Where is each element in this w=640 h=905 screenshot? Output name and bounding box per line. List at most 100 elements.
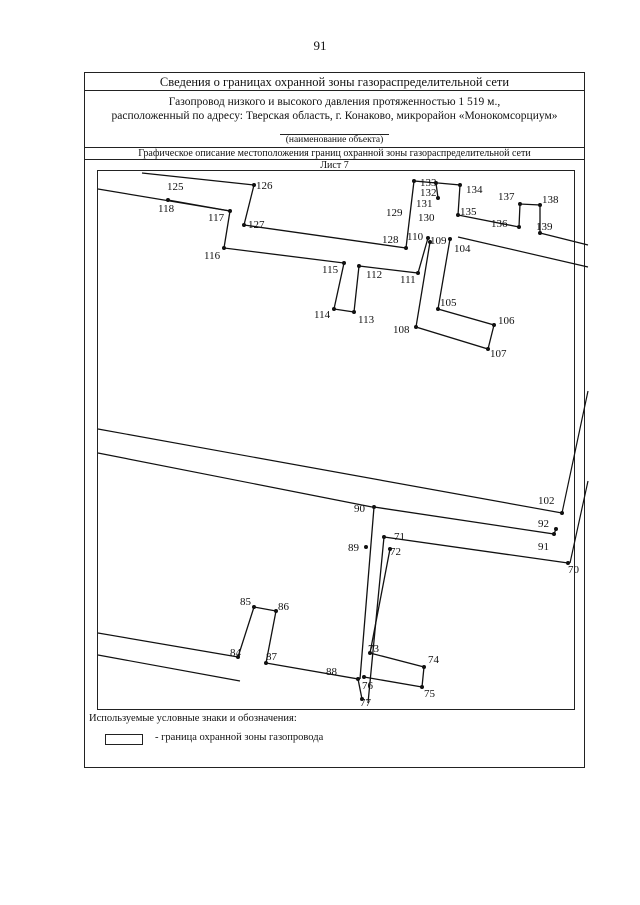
map-line [539,232,589,246]
point-label-84: 84 [230,647,242,659]
vertex-points [166,179,570,701]
point-label-89: 89 [348,542,360,554]
point-label-71: 71 [394,531,405,543]
boundary-map-drawing: 125 126 118 117 127 116 115 112 111 114 … [97,172,589,709]
vertex-72 [388,547,392,551]
object-name-caption: (наименование объекта) [279,134,390,145]
point-label-135: 135 [460,206,477,218]
point-label-109: 109 [430,235,447,247]
point-label-125: 125 [167,181,184,193]
point-label-75: 75 [424,688,436,700]
point-label-110: 110 [407,231,424,243]
sheet-number: Лист 7 [85,159,584,171]
point-label-115: 115 [322,264,339,276]
map-lines [97,172,589,682]
point-label-88: 88 [326,666,338,678]
point-label-118: 118 [158,203,175,215]
vertex-138 [538,203,542,207]
vertex-130 [436,196,440,200]
vertex-111 [416,271,420,275]
vertex-129 [412,179,416,183]
legend-title: Используемые условные знаки и обозначени… [89,713,297,724]
point-label-70: 70 [568,564,580,576]
vertex-106 [492,323,496,327]
vertex-114 [332,307,336,311]
point-label-77: 77 [360,697,372,709]
map-line [141,172,255,186]
vertex-85 [252,605,256,609]
map-line [569,480,589,564]
vertex-118 [166,198,170,202]
point-label-114: 114 [314,309,331,321]
boundary-map: 125 126 118 117 127 116 115 112 111 114 … [97,170,589,710]
point-label-131: 131 [416,198,433,210]
point-label-108: 108 [393,324,410,336]
point-label-126: 126 [256,180,273,192]
vertex-102 [560,511,564,515]
document-frame: Сведения о границах охранной зоны газора… [84,72,589,768]
graphic-description-heading: Графическое описание местоположения гран… [85,147,584,159]
document-title-row: Сведения о границах охранной зоны газора… [85,73,584,91]
point-label-136: 136 [491,218,508,230]
point-label-90: 90 [354,503,366,515]
point-label-105: 105 [440,297,457,309]
legend-item-label: - граница охранной зоны газопровода [155,732,324,743]
boundary-south-west [237,606,363,700]
vertex-91 [552,532,556,536]
point-label-132: 132 [420,187,437,199]
point-label-128: 128 [382,234,399,246]
document-title: Сведения о границах охранной зоны газора… [159,75,510,89]
vertex-90 [372,505,376,509]
vertex-112 [357,264,361,268]
map-line [457,236,589,268]
vertex-73 [368,651,372,655]
vertex-108 [414,325,418,329]
vertex-117 [228,209,232,213]
vertex-92 [554,527,558,531]
point-label-111: 111 [400,274,416,286]
boundary-north-branch [415,238,495,350]
map-line [97,654,241,682]
page-number: 91 [313,38,327,53]
point-label-113: 113 [358,314,375,326]
point-label-72: 72 [390,546,401,558]
vertex-109 [428,240,432,244]
map-line [97,632,239,658]
boundary-south-east [367,536,569,704]
boundary-south-main [359,506,557,680]
vertex-136 [517,225,521,229]
vertex-116 [222,246,226,250]
map-line [97,428,563,514]
vertex-87 [264,661,268,665]
vertex-135 [456,213,460,217]
vertex-86 [274,609,278,613]
point-label-106: 106 [498,315,515,327]
point-label-134: 134 [466,184,483,196]
vertex-88 [356,677,360,681]
point-label-133: 133 [420,177,437,189]
point-label-107: 107 [490,348,507,360]
vertex-126 [252,183,256,187]
object-description-line-2: расположенный по адресу: Тверская област… [111,110,558,122]
point-label-127: 127 [248,219,265,231]
vertex-105 [436,307,440,311]
vertex-132 [434,181,438,185]
vertex-75 [420,685,424,689]
object-description-line-1: Газопровод низкого и высокого давления п… [168,96,501,108]
legend-boundary-symbol [105,734,143,745]
point-label-102: 102 [538,495,555,507]
point-label-92: 92 [538,518,549,530]
point-label-74: 74 [428,654,440,666]
point-label-76: 76 [362,680,374,692]
point-label-73: 73 [368,643,380,655]
boundary-north-east [437,182,541,233]
vertex-84 [236,655,240,659]
boundary-south-branch [363,548,425,688]
vertex-127 [242,223,246,227]
vertex-74 [422,665,426,669]
point-label-112: 112 [366,269,382,281]
point-label-139: 139 [536,221,553,233]
point-label-117: 117 [208,212,225,224]
map-line [561,390,589,514]
map-line [97,452,373,508]
